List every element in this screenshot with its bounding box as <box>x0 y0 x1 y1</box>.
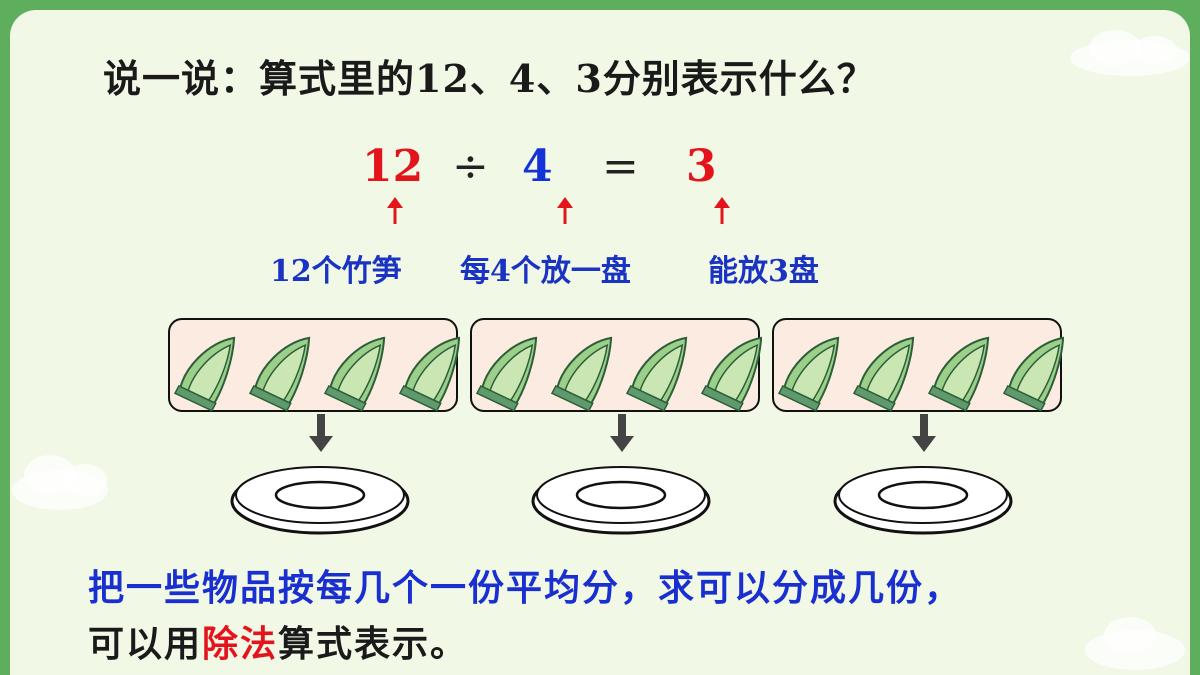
bamboo-shoot-icon <box>323 336 386 412</box>
explanation-divisor: 每4个放一盘 <box>460 254 631 289</box>
conclusion-highlight: 除法 <box>202 623 279 665</box>
bamboo-shoot-icon <box>700 336 762 412</box>
bamboo-shoot-group <box>470 318 762 412</box>
equals-sign: = <box>602 141 639 192</box>
up-arrow-icon <box>557 197 573 224</box>
dividend: 12 <box>362 141 424 192</box>
bamboo-shoot-icon <box>852 336 915 412</box>
quotient: 3 <box>686 141 717 192</box>
up-arrow-icon <box>714 197 730 224</box>
bamboo-shoot-icon <box>625 336 688 412</box>
bamboo-shoot-group <box>772 318 1064 412</box>
conclusion-line-1: 把一些物品按每几个一份平均分，求可以分成几份， <box>88 567 963 609</box>
conclusion-prefix: 可以用 <box>88 623 203 665</box>
cloud-decoration <box>1070 30 1190 76</box>
cloud-decoration <box>12 455 108 510</box>
bamboo-shoots-illustration <box>173 336 460 412</box>
divisor: 4 <box>522 141 553 192</box>
conclusion-line-2: 可以用除法算式表示。 <box>88 616 1168 672</box>
bamboo-shoots-illustration <box>777 336 1064 412</box>
bamboo-shoots-illustration <box>475 336 762 412</box>
bamboo-shoot-icon <box>475 336 538 412</box>
conclusion-text: 把一些物品按每几个一份平均分，求可以分成几份， 可以用除法算式表示。 <box>88 560 1168 672</box>
bamboo-shoot-icon <box>398 336 460 412</box>
bamboo-shoot-icon <box>550 336 613 412</box>
question-text: 说一说：算式里的12、4、3分别表示什么？ <box>103 56 876 101</box>
plate-icon <box>531 466 711 535</box>
bamboo-shoot-icon <box>173 336 236 412</box>
bamboo-shoot-icon <box>1002 336 1064 412</box>
plate-icon <box>833 466 1013 535</box>
plate-icon <box>230 466 410 535</box>
explanation-dividend: 12个竹笋 <box>270 254 402 289</box>
bamboo-shoot-icon <box>927 336 990 412</box>
conclusion-suffix: 算式表示。 <box>278 623 469 665</box>
down-arrow-icon <box>610 414 634 452</box>
bamboo-shoot-icon <box>248 336 311 412</box>
bamboo-shoot-icon <box>777 336 840 412</box>
down-arrow-icon <box>912 414 936 452</box>
bamboo-shoot-group <box>168 318 460 412</box>
explanation-quotient: 能放3盘 <box>708 254 819 289</box>
cloud-decoration <box>1085 617 1185 670</box>
up-arrow-icon <box>387 197 403 224</box>
down-arrow-icon <box>309 414 333 452</box>
divide-sign: ÷ <box>452 141 489 192</box>
